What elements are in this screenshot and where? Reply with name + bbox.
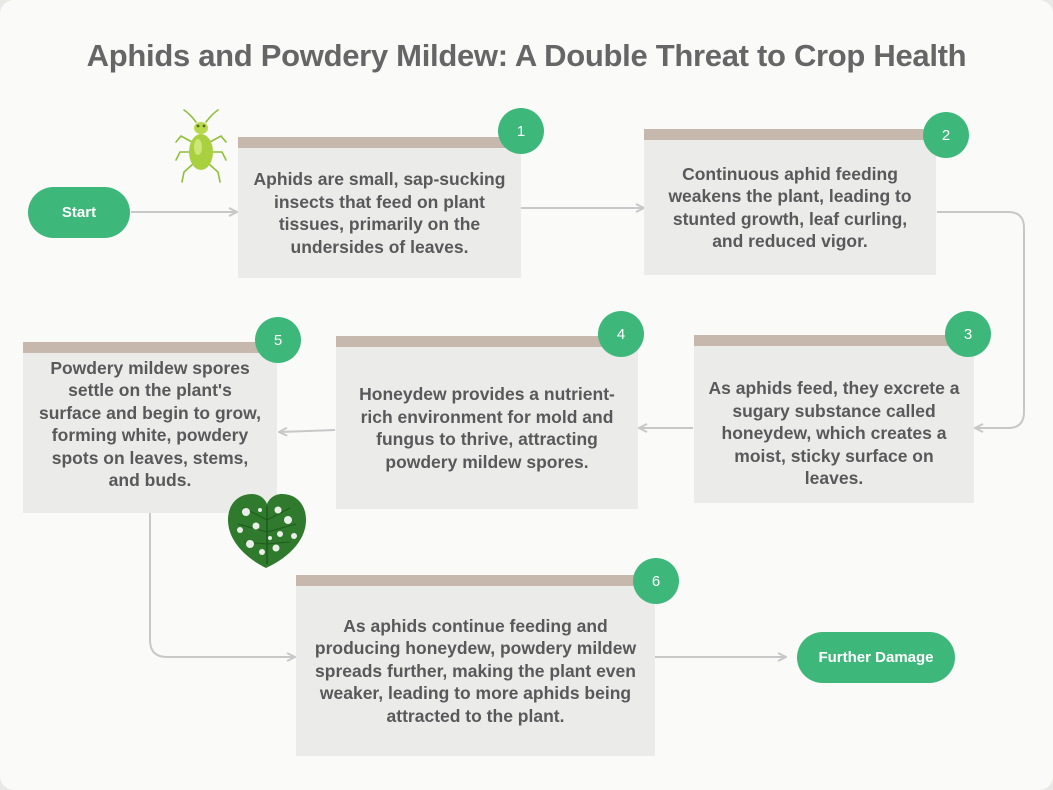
step-number-badge-4: 4: [598, 311, 644, 357]
further-damage-node-label: Further Damage: [818, 649, 934, 666]
connector-step4-to-step5: [280, 430, 336, 432]
further-damage-node[interactable]: Further Damage: [797, 632, 955, 683]
aphid-icon: [175, 109, 227, 183]
step-card-6[interactable]: As aphids continue feeding and producing…: [296, 575, 655, 756]
step-number-badge-6: 6: [633, 558, 679, 604]
mildew-leaf-icon: [228, 494, 306, 568]
step-text-3: As aphids feed, they excrete a sugary su…: [708, 378, 960, 489]
step-text-4: Honeydew provides a nutrient-rich enviro…: [359, 384, 615, 472]
step-number-badge-2: 2: [923, 112, 969, 158]
step-text-6: As aphids continue feeding and producing…: [314, 615, 637, 726]
step-number-badge-1: 1: [498, 108, 544, 154]
step-card-5[interactable]: Powdery mildew spores settle on the plan…: [23, 342, 277, 513]
step-text-1: Aphids are small, sap-sucking insects th…: [253, 169, 506, 257]
step-card-3[interactable]: As aphids feed, they excrete a sugary su…: [694, 335, 974, 503]
start-node-label: Start: [61, 204, 97, 221]
step-number-badge-3: 3: [945, 311, 991, 357]
step-card-2[interactable]: Continuous aphid feeding weakens the pla…: [644, 129, 936, 275]
step-text-5: Powdery mildew spores settle on the plan…: [38, 357, 261, 491]
step-text-2: Continuous aphid feeding weakens the pla…: [668, 163, 912, 252]
step-card-4[interactable]: Honeydew provides a nutrient-rich enviro…: [336, 336, 638, 509]
step-number-badge-5: 5: [255, 317, 301, 363]
page-title: Aphids and Powdery Mildew: A Double Thre…: [86, 38, 967, 73]
step-card-1[interactable]: Aphids are small, sap-sucking insects th…: [238, 137, 521, 278]
start-node[interactable]: Start: [28, 187, 130, 238]
